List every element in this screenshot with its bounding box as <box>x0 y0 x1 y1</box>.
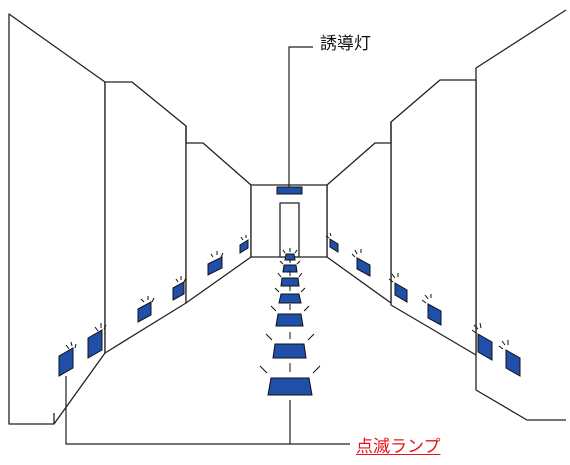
left-wall-lamp-rays <box>65 235 247 350</box>
floor-lamp <box>272 343 307 359</box>
floor-lamp <box>280 277 300 287</box>
blinking-lamps-callout <box>65 376 350 445</box>
right-panel-3 <box>326 142 392 304</box>
floor-lamps <box>267 253 313 396</box>
right-wall <box>326 9 567 421</box>
wall-lamp <box>477 333 493 361</box>
wall-lamp <box>137 301 152 323</box>
wall-lamp <box>239 239 249 254</box>
wall-lamp <box>427 303 442 326</box>
right-wall-lamp-rays <box>325 232 509 350</box>
left-panel-1 <box>8 13 106 425</box>
wall-lamp <box>87 329 103 359</box>
wall-lamp <box>356 257 371 277</box>
wall-lamp <box>172 281 185 301</box>
wall-lamp <box>394 282 408 303</box>
guide-light-label: 誘導灯 <box>320 34 371 54</box>
floor-lamp <box>278 293 302 304</box>
wall-lamp <box>207 256 223 276</box>
wall-lamp <box>58 347 74 377</box>
guide-light <box>276 186 303 195</box>
wall-lamp <box>505 349 521 377</box>
floor-lamp <box>282 264 298 273</box>
left-panel-3 <box>185 142 252 304</box>
blinking-lamps-label[interactable]: 点滅ランプ <box>356 437 441 457</box>
left-wall-lamps <box>58 239 249 377</box>
floor-lamp <box>275 313 304 327</box>
floor-lamp <box>267 377 313 396</box>
wall-lamp <box>329 238 339 253</box>
right-wall-lamps <box>329 238 521 377</box>
right-panel-1 <box>475 9 567 421</box>
floor-lamp-rays <box>259 248 321 374</box>
left-wall <box>8 13 252 425</box>
guide-light-callout <box>288 46 313 187</box>
floor-lamp <box>284 253 296 261</box>
